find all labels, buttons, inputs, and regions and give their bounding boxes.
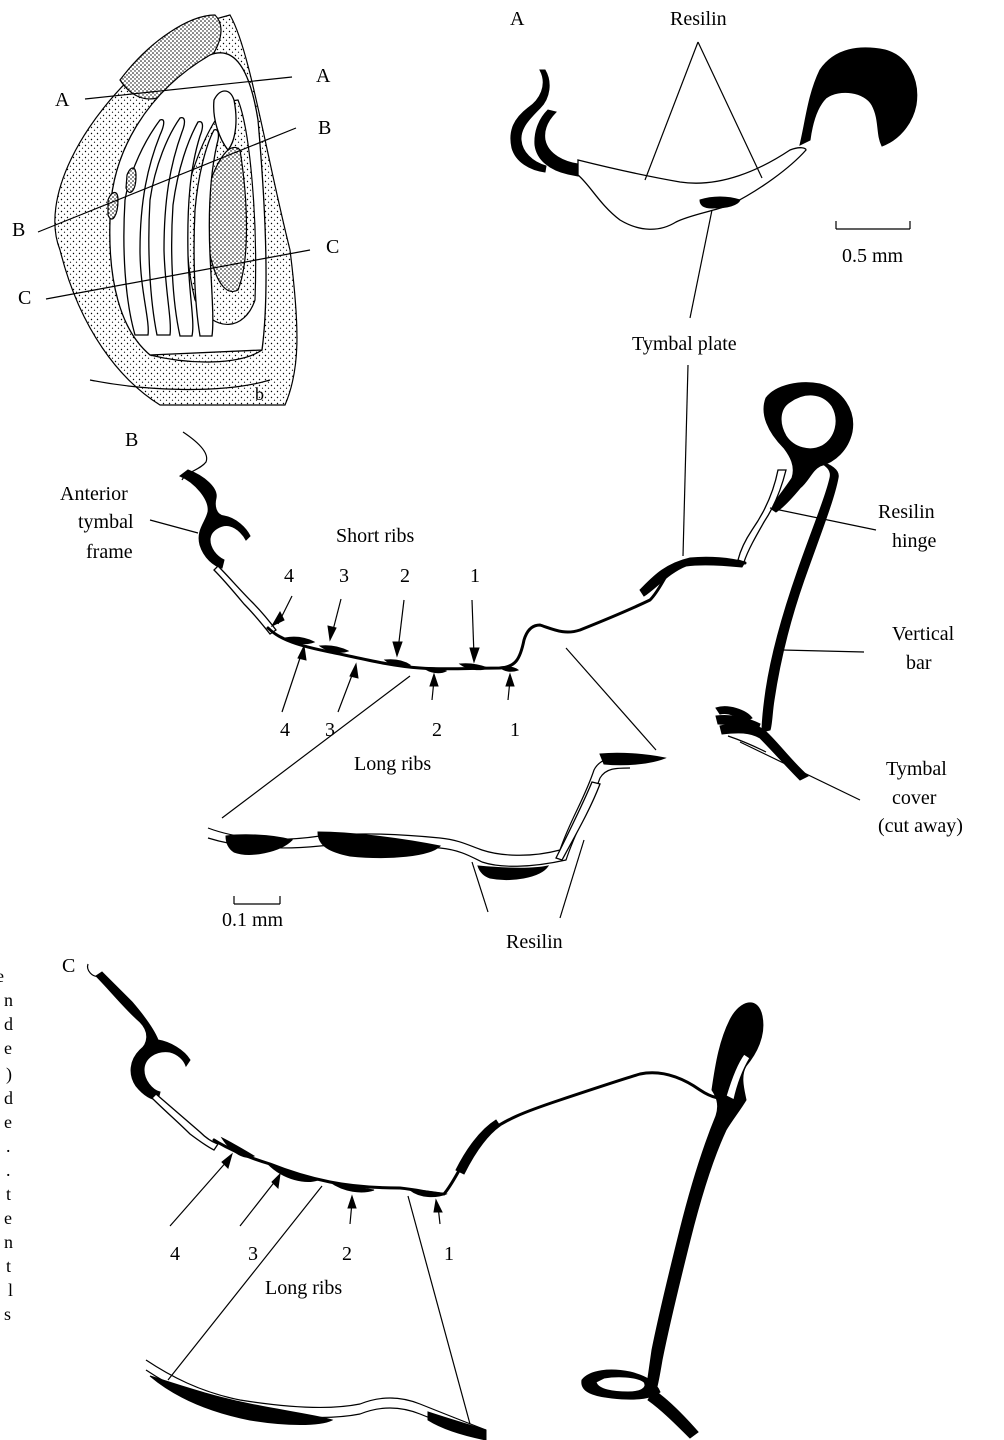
anterior-frame-leader [150, 520, 198, 533]
panel-c-long-ribs-label: Long ribs [265, 1277, 342, 1299]
tymbal-plate-leader-lower [683, 365, 688, 556]
caption-fragment: e n d e ) d e . . t e n t l s [0, 966, 13, 1324]
tymbal-cover-label-line3: (cut away) [878, 815, 963, 837]
section-marker-a-left: A [55, 89, 70, 111]
anterior-frame-label-line2: tymbal [78, 511, 134, 533]
panel-c-magnified-inset [146, 1360, 486, 1440]
panel-c-rib-number-3: 3 [248, 1243, 258, 1265]
panel-b-scale-label: 0.1 mm [222, 909, 284, 931]
caption-char-13: l [8, 1280, 13, 1300]
overview-small-mark: b [255, 384, 264, 404]
panel-c-label: C [62, 955, 75, 977]
panel-a-resilin-leader-left [645, 42, 698, 180]
caption-char-9: t [6, 1184, 11, 1204]
panel-b-scale-bar [234, 896, 280, 904]
short-rib-number-3: 3 [339, 565, 349, 587]
caption-char-0: e [0, 966, 4, 986]
short-rib-number-4: 4 [284, 565, 294, 587]
caption-char-11: n [4, 1232, 13, 1252]
short-ribs-label: Short ribs [336, 525, 415, 547]
panel-c-rib-number-1: 1 [444, 1243, 454, 1265]
section-marker-b-right: B [318, 117, 331, 139]
inset-b-zoom-line-left [222, 676, 410, 818]
vertical-bar-leader [782, 650, 864, 652]
panel-a-resilin-leader-right [698, 42, 762, 178]
vertical-bar-label-line2: bar [906, 652, 932, 674]
tymbal-cover-leader [740, 742, 860, 800]
inset-resilin-label: Resilin [506, 931, 563, 953]
caption-char-5: d [4, 1088, 13, 1108]
resilin-hinge-label-line1: Resilin [878, 501, 935, 523]
inset-b-zoom-line-right [566, 648, 656, 750]
long-rib-number-3: 3 [325, 719, 335, 741]
panel-c-section [88, 964, 763, 1438]
panel-c-rib-arrows [170, 1154, 442, 1226]
long-rib-number-1: 1 [510, 719, 520, 741]
inset-c-zoom-line-right [408, 1196, 470, 1424]
panel-b-long-ribs-label: Long ribs [354, 753, 431, 775]
caption-char-1: n [4, 990, 13, 1010]
anterior-frame-label-line3: frame [86, 541, 133, 563]
long-rib-number-2: 2 [432, 719, 442, 741]
panel-c-rib-number-4: 4 [170, 1243, 180, 1265]
panel-c-rib-number-2: 2 [342, 1243, 352, 1265]
vertical-bar-label-line1: Vertical [892, 623, 955, 645]
tymbal-plate-label: Tymbal plate [632, 333, 737, 355]
short-rib-number-2: 2 [400, 565, 410, 587]
panel-b-label: B [125, 429, 138, 451]
panel-b-magnified-inset [208, 753, 665, 879]
caption-char-12: t [6, 1256, 11, 1276]
section-marker-b-left: B [12, 219, 25, 241]
caption-char-3: e [4, 1038, 12, 1058]
tymbal-cover-label-line1: Tymbal [886, 758, 947, 780]
resilin-hinge-label-line2: hinge [892, 530, 937, 552]
short-rib-number-1: 1 [470, 565, 480, 587]
tymbal-cover-label-line2: cover [892, 787, 937, 809]
panel-a-scale-label: 0.5 mm [842, 245, 904, 267]
long-rib-number-4: 4 [280, 719, 290, 741]
caption-char-8: . [6, 1160, 11, 1180]
caption-char-14: s [4, 1304, 11, 1324]
panel-a-resilin-label: Resilin [670, 8, 727, 30]
section-marker-c-right: C [326, 236, 339, 258]
tymbal-plate-leader-upper [690, 210, 712, 318]
caption-char-10: e [4, 1208, 12, 1228]
caption-char-7: . [6, 1136, 11, 1156]
caption-char-4: ) [6, 1064, 12, 1085]
caption-char-2: d [4, 1014, 13, 1034]
caption-char-6: e [4, 1112, 12, 1132]
panel-a-scale-bar [836, 221, 910, 229]
tymbal-overview-drawing: b [38, 15, 310, 405]
long-rib-arrows [282, 646, 514, 712]
section-marker-c-left: C [18, 287, 31, 309]
section-marker-a-right: A [316, 65, 331, 87]
anterior-frame-label-line1: Anterior [60, 483, 128, 505]
panel-a-label: A [510, 8, 525, 30]
